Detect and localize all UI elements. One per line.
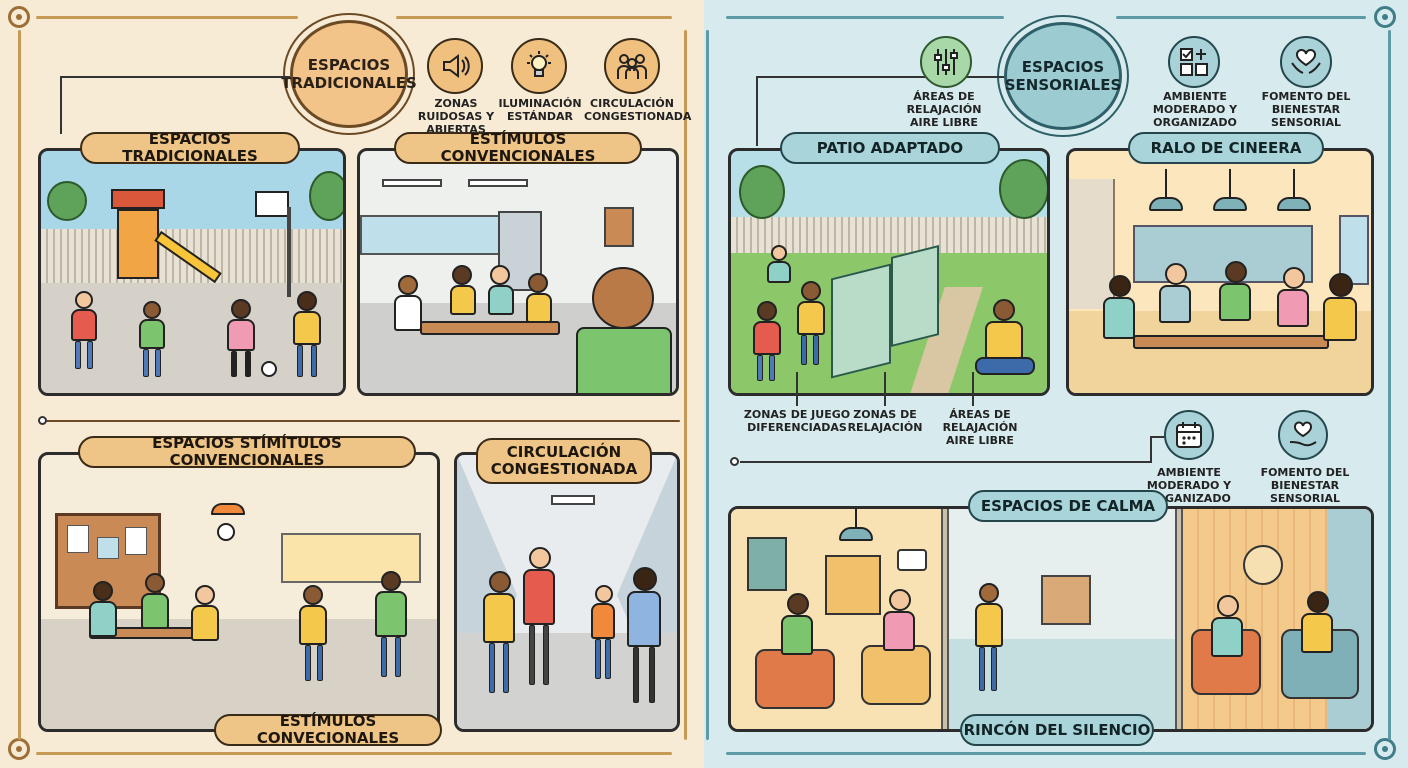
panel-title-text: ESPACIOS TRADICIONALES (122, 130, 258, 165)
corner-ornament-icon (8, 6, 30, 28)
panel-title-text: PATIO ADAPTADO (816, 138, 964, 157)
lightbulb-icon (511, 38, 567, 94)
divider (46, 420, 680, 422)
icon-caption: FOMENTO DEL BIENESTAR SENSORIAL (1261, 90, 1351, 129)
playground-scene (38, 148, 346, 396)
sensory-spaces-badge: ESPACIOS SENSORIALES (1004, 22, 1122, 130)
connector-line (60, 76, 62, 134)
pendant-lamp-icon (839, 509, 873, 541)
speaker-icon (427, 38, 483, 94)
panel-title-text: RALO DE CINEERA (1150, 138, 1302, 157)
connector-line (1150, 436, 1166, 438)
icon-caption: ÁREAS DE RELAJACIÓN AIRE LIBRE (906, 90, 982, 129)
connector-line (756, 76, 1004, 78)
panel-title-text: ESTÍMULOS CONVENCIONALES (440, 130, 596, 165)
panel-title-text: ESPACIOS STÍMÍTULOS CONVENCIONALES (152, 434, 342, 469)
pendant-lamp-icon (1213, 169, 1247, 211)
panel-footer-text: RINCÓN DEL SILENCIO (963, 720, 1151, 739)
patio-label-relax-zones: ZONAS DE RELAJACIÓN (847, 408, 923, 434)
panel-footer-lunchroom: ESTÍMULOS CONVECIONALES (214, 712, 442, 747)
connector-line (740, 461, 1150, 463)
crowd-icon (604, 38, 660, 94)
patio-label-outdoor: ÁREAS DE RELAJACIÓN AIRE LIBRE (942, 408, 1018, 447)
calm-dining-scene (1066, 148, 1374, 396)
panel-title-calm: ESPACIOS DE CALMA (968, 490, 1168, 522)
heart-hand-icon (1278, 410, 1328, 460)
pointer-line (884, 372, 886, 406)
corner-ornament-icon (1374, 738, 1396, 760)
divider (18, 30, 21, 740)
panel-title-text: ESPACIOS DE CALMA (980, 496, 1156, 515)
connector-line (1150, 436, 1152, 463)
pendant-lamp-icon (211, 503, 245, 515)
cafeteria-scene (357, 148, 679, 396)
divider (1116, 16, 1366, 19)
lunchroom-scene (38, 452, 440, 732)
divider (726, 16, 1004, 19)
speech-bubble-icon (897, 549, 927, 571)
panel-title-text: CIRCULACIÓN CONGESTIONADA (490, 443, 638, 478)
clock-icon (217, 523, 235, 541)
traditional-spaces-badge: ESPACIOS TRADICIONALES (281, 20, 417, 128)
sliders-icon (920, 36, 972, 88)
pendant-lamp-icon (1149, 169, 1183, 211)
icon-caption: AMBIENTE MODERADO Y ORGANIZADO (1152, 90, 1238, 129)
sensory-spaces-section: ESPACIOS SENSORIALES ÁREAS DE RELAJACIÓN… (704, 0, 1408, 768)
pointer-line (796, 372, 798, 406)
divider (706, 30, 709, 740)
icon-caption: ILUMINACIÓN ESTÁNDAR (498, 97, 582, 123)
patio-label-play-zones: ZONAS DE JUEGO DIFERENCIADAS (743, 408, 851, 434)
badge-title: ESPACIOS TRADICIONALES (281, 56, 417, 92)
connector-dot (38, 416, 47, 425)
corner-ornament-icon (8, 738, 30, 760)
traditional-spaces-section: ESPACIOS TRADICIONALES ZONAS RUIDOSAS Y … (8, 6, 692, 760)
badge-title: ESPACIOS SENSORIALES (1004, 58, 1122, 94)
adapted-patio-scene (728, 148, 1050, 396)
pendant-lamp-icon (1277, 169, 1311, 211)
corner-ornament-icon (1374, 6, 1396, 28)
icon-caption: CIRCULACIÓN CONGESTIONADA (584, 97, 692, 123)
panel-title-hallway: CIRCULACIÓN CONGESTIONADA (476, 438, 652, 484)
panel-title-patio: PATIO ADAPTADO (780, 132, 1000, 164)
divider (684, 30, 687, 740)
calm-spaces-scene (728, 506, 1374, 732)
panel-title-cafeteria: ESTÍMULOS CONVENCIONALES (394, 130, 642, 165)
divider (396, 16, 672, 19)
connector-dot (730, 457, 739, 466)
connector-line (756, 76, 758, 146)
divider (36, 752, 672, 755)
icon-caption: FOMENTO DEL BIENESTAR SENSORIAL (1260, 466, 1350, 505)
panel-footer-text: ESTÍMULOS CONVECIONALES (256, 712, 400, 747)
icon-caption: AMBIENTE MODERADO Y ORGANIZADO (1146, 466, 1232, 505)
connector-line (60, 76, 290, 78)
ball-icon (261, 361, 277, 377)
divider (36, 16, 298, 19)
panel-title-playground: ESPACIOS TRADICIONALES (80, 130, 300, 165)
panel-title-lunchroom: ESPACIOS STÍMÍTULOS CONVENCIONALES (78, 434, 416, 469)
divider (726, 752, 1366, 755)
heart-hands-icon (1280, 36, 1332, 88)
organized-icon (1168, 36, 1220, 88)
calendar-icon (1164, 410, 1214, 460)
panel-footer-calm: RINCÓN DEL SILENCIO (960, 714, 1154, 746)
hallway-scene (454, 452, 680, 732)
panel-title-dining: RALO DE CINEERA (1128, 132, 1324, 164)
divider (1388, 30, 1391, 740)
pointer-line (972, 372, 974, 406)
